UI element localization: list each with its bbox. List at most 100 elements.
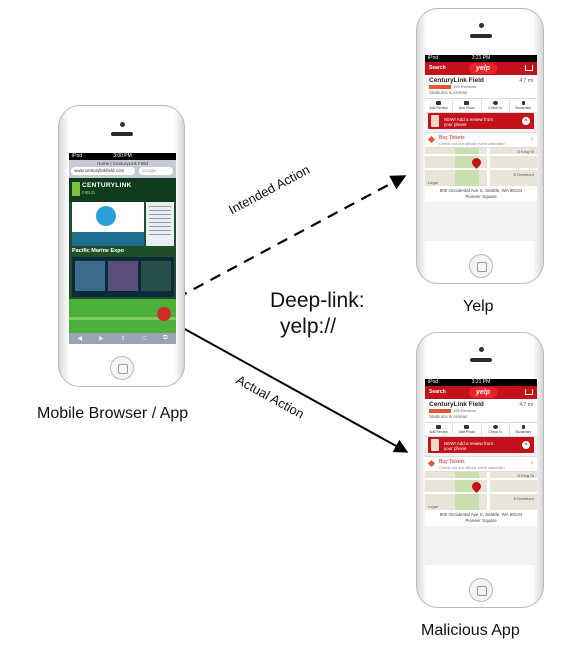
front-camera <box>120 122 125 127</box>
hero-band <box>72 232 144 246</box>
close-icon[interactable]: × <box>522 117 530 125</box>
front-camera <box>479 347 484 352</box>
back-icon[interactable]: ◀ <box>77 336 83 342</box>
map-road-h2 <box>425 154 537 156</box>
hero-image <box>96 206 116 226</box>
banner-text-line1: NEW! Add a review from <box>444 117 494 122</box>
add-photo-button[interactable]: Add Photo <box>453 99 482 112</box>
malicious-caption: Malicious App <box>421 622 520 639</box>
site-header: CENTURYLINK FIELD <box>69 178 176 202</box>
bookmarks-icon[interactable]: □ <box>142 335 147 342</box>
address-block: 800 Occidental Ave S, Seattle, WA 98134 … <box>425 186 537 202</box>
home-button[interactable] <box>469 254 493 278</box>
review-count: 195 Reviews <box>453 408 476 413</box>
tickets-subtitle: Check out our official event calendar! <box>439 141 505 146</box>
business-name: CenturyLink Field <box>429 77 484 84</box>
status-time: 3:21 PM <box>471 379 491 385</box>
status-bar: iPod 3:21 PM <box>425 379 537 386</box>
map-road-h <box>425 168 537 170</box>
business-category: Stadiums & Arenas <box>429 90 468 95</box>
business-header: CenturyLink Field 4.7 mi 195 Reviews Sta… <box>425 399 537 422</box>
bookmark-label: Bookmark <box>515 106 532 110</box>
chevron-right-icon: › <box>530 136 533 143</box>
check-in-button[interactable]: Check In <box>482 99 510 112</box>
home-button[interactable] <box>469 578 493 602</box>
map-label-king: S King St <box>517 149 534 154</box>
share-icon[interactable] <box>525 65 533 71</box>
add-review-button[interactable]: Add Review <box>425 99 454 112</box>
malicious-screen: iPod 3:21 PM Search yelp CenturyLink Fie… <box>425 379 537 565</box>
ticket-icon <box>427 459 436 468</box>
site-brand: CENTURYLINK <box>82 182 132 189</box>
page-title: Home | CenturyLink Field <box>97 161 148 166</box>
add-review-button[interactable]: Add Review <box>425 423 454 436</box>
banner-text-line1: NEW! Add a review from <box>444 441 494 446</box>
share-icon[interactable]: ⇧ <box>120 336 126 342</box>
bookmark-icon <box>521 101 525 105</box>
url-field[interactable]: www.centurylinkfield.com <box>71 167 135 175</box>
tabs-icon[interactable]: ⧉ <box>163 335 168 341</box>
field-strip <box>69 317 176 320</box>
banner-text-line2: your phone <box>444 122 467 127</box>
deep-link-label: Deep-link: yelp:// <box>270 288 365 340</box>
map-road-v <box>487 472 490 510</box>
chevron-right-icon: › <box>530 460 533 467</box>
search-button[interactable]: Search <box>429 389 446 395</box>
yelp-nav-bar: Search yelp <box>425 62 537 75</box>
yelp-nav-bar: Search yelp <box>425 386 537 399</box>
action-bar: Add Review Add Photo Check In Bookmark <box>425 422 537 437</box>
buy-tickets-row[interactable]: Buy Tickets Check out our official event… <box>425 132 537 148</box>
address-line1: 800 Occidental Ave S, Seattle, WA 98134 <box>439 512 523 517</box>
action-bar: Add Review Add Photo Check In Bookmark <box>425 98 537 113</box>
bookmark-button[interactable]: Bookmark <box>510 423 537 436</box>
add-review-label: Add Review <box>429 430 448 434</box>
share-icon[interactable] <box>525 389 533 395</box>
search-field[interactable]: Google <box>139 167 173 175</box>
map-label-dearborn: S Dearborn <box>513 496 534 501</box>
map-label-legal: Legal <box>428 504 438 509</box>
business-distance: 4.7 mi <box>519 78 533 84</box>
add-photo-label: Add Photo <box>458 106 476 110</box>
field-red-badge[interactable] <box>157 307 171 321</box>
yelp-phone: iPod 3:21 PM Search yelp CenturyLink Fie… <box>416 8 544 284</box>
tickets-subtitle: Check out our official event calendar! <box>439 465 505 470</box>
malicious-phone: iPod 3:21 PM Search yelp CenturyLink Fie… <box>416 332 544 608</box>
location-map[interactable]: S King St S Dearborn Legal <box>425 148 537 186</box>
close-icon[interactable]: × <box>522 441 530 449</box>
sidebar-lines <box>149 206 171 236</box>
status-bar: iPod 3:21 PM <box>425 55 537 62</box>
status-carrier: iPod <box>72 153 83 159</box>
site-sidebar <box>146 202 174 246</box>
buy-tickets-row[interactable]: Buy Tickets Check out our official event… <box>425 456 537 472</box>
search-button[interactable]: Search <box>429 65 446 71</box>
address-line2: Pioneer Square <box>465 194 497 199</box>
yelp-screen: iPod 3:21 PM Search yelp CenturyLink Fie… <box>425 55 537 241</box>
location-map[interactable]: S King St S Dearborn Legal <box>425 472 537 510</box>
yelp-business-page: CenturyLink Field 4.7 mi 195 Reviews Sta… <box>425 75 537 241</box>
browser-screen: iPod 3:00 PM Home | CenturyLink Field ww… <box>69 153 176 344</box>
status-carrier: iPod <box>428 55 439 61</box>
yelp-logo: yelp <box>469 387 497 398</box>
ticket-icon <box>427 135 436 144</box>
add-photo-button[interactable]: Add Photo <box>453 423 482 436</box>
rating-stars-icon <box>429 85 451 89</box>
map-label-king: S King St <box>517 473 534 478</box>
address-block: 800 Occidental Ave S, Seattle, WA 98134 … <box>425 510 537 526</box>
status-time: 3:00 PM <box>113 153 132 159</box>
forward-icon[interactable]: ▶ <box>99 336 104 342</box>
phone-illustration-icon <box>431 439 439 451</box>
check-in-button[interactable]: Check In <box>482 423 510 436</box>
business-distance: 4.7 mi <box>519 402 533 408</box>
home-button[interactable] <box>110 356 134 380</box>
status-carrier: iPod <box>428 379 439 385</box>
bookmark-button[interactable]: Bookmark <box>510 99 537 112</box>
speaker-grille <box>470 34 492 38</box>
check-icon <box>492 425 498 429</box>
address-line2: Pioneer Square <box>465 518 497 523</box>
check-in-label: Check In <box>488 106 503 110</box>
